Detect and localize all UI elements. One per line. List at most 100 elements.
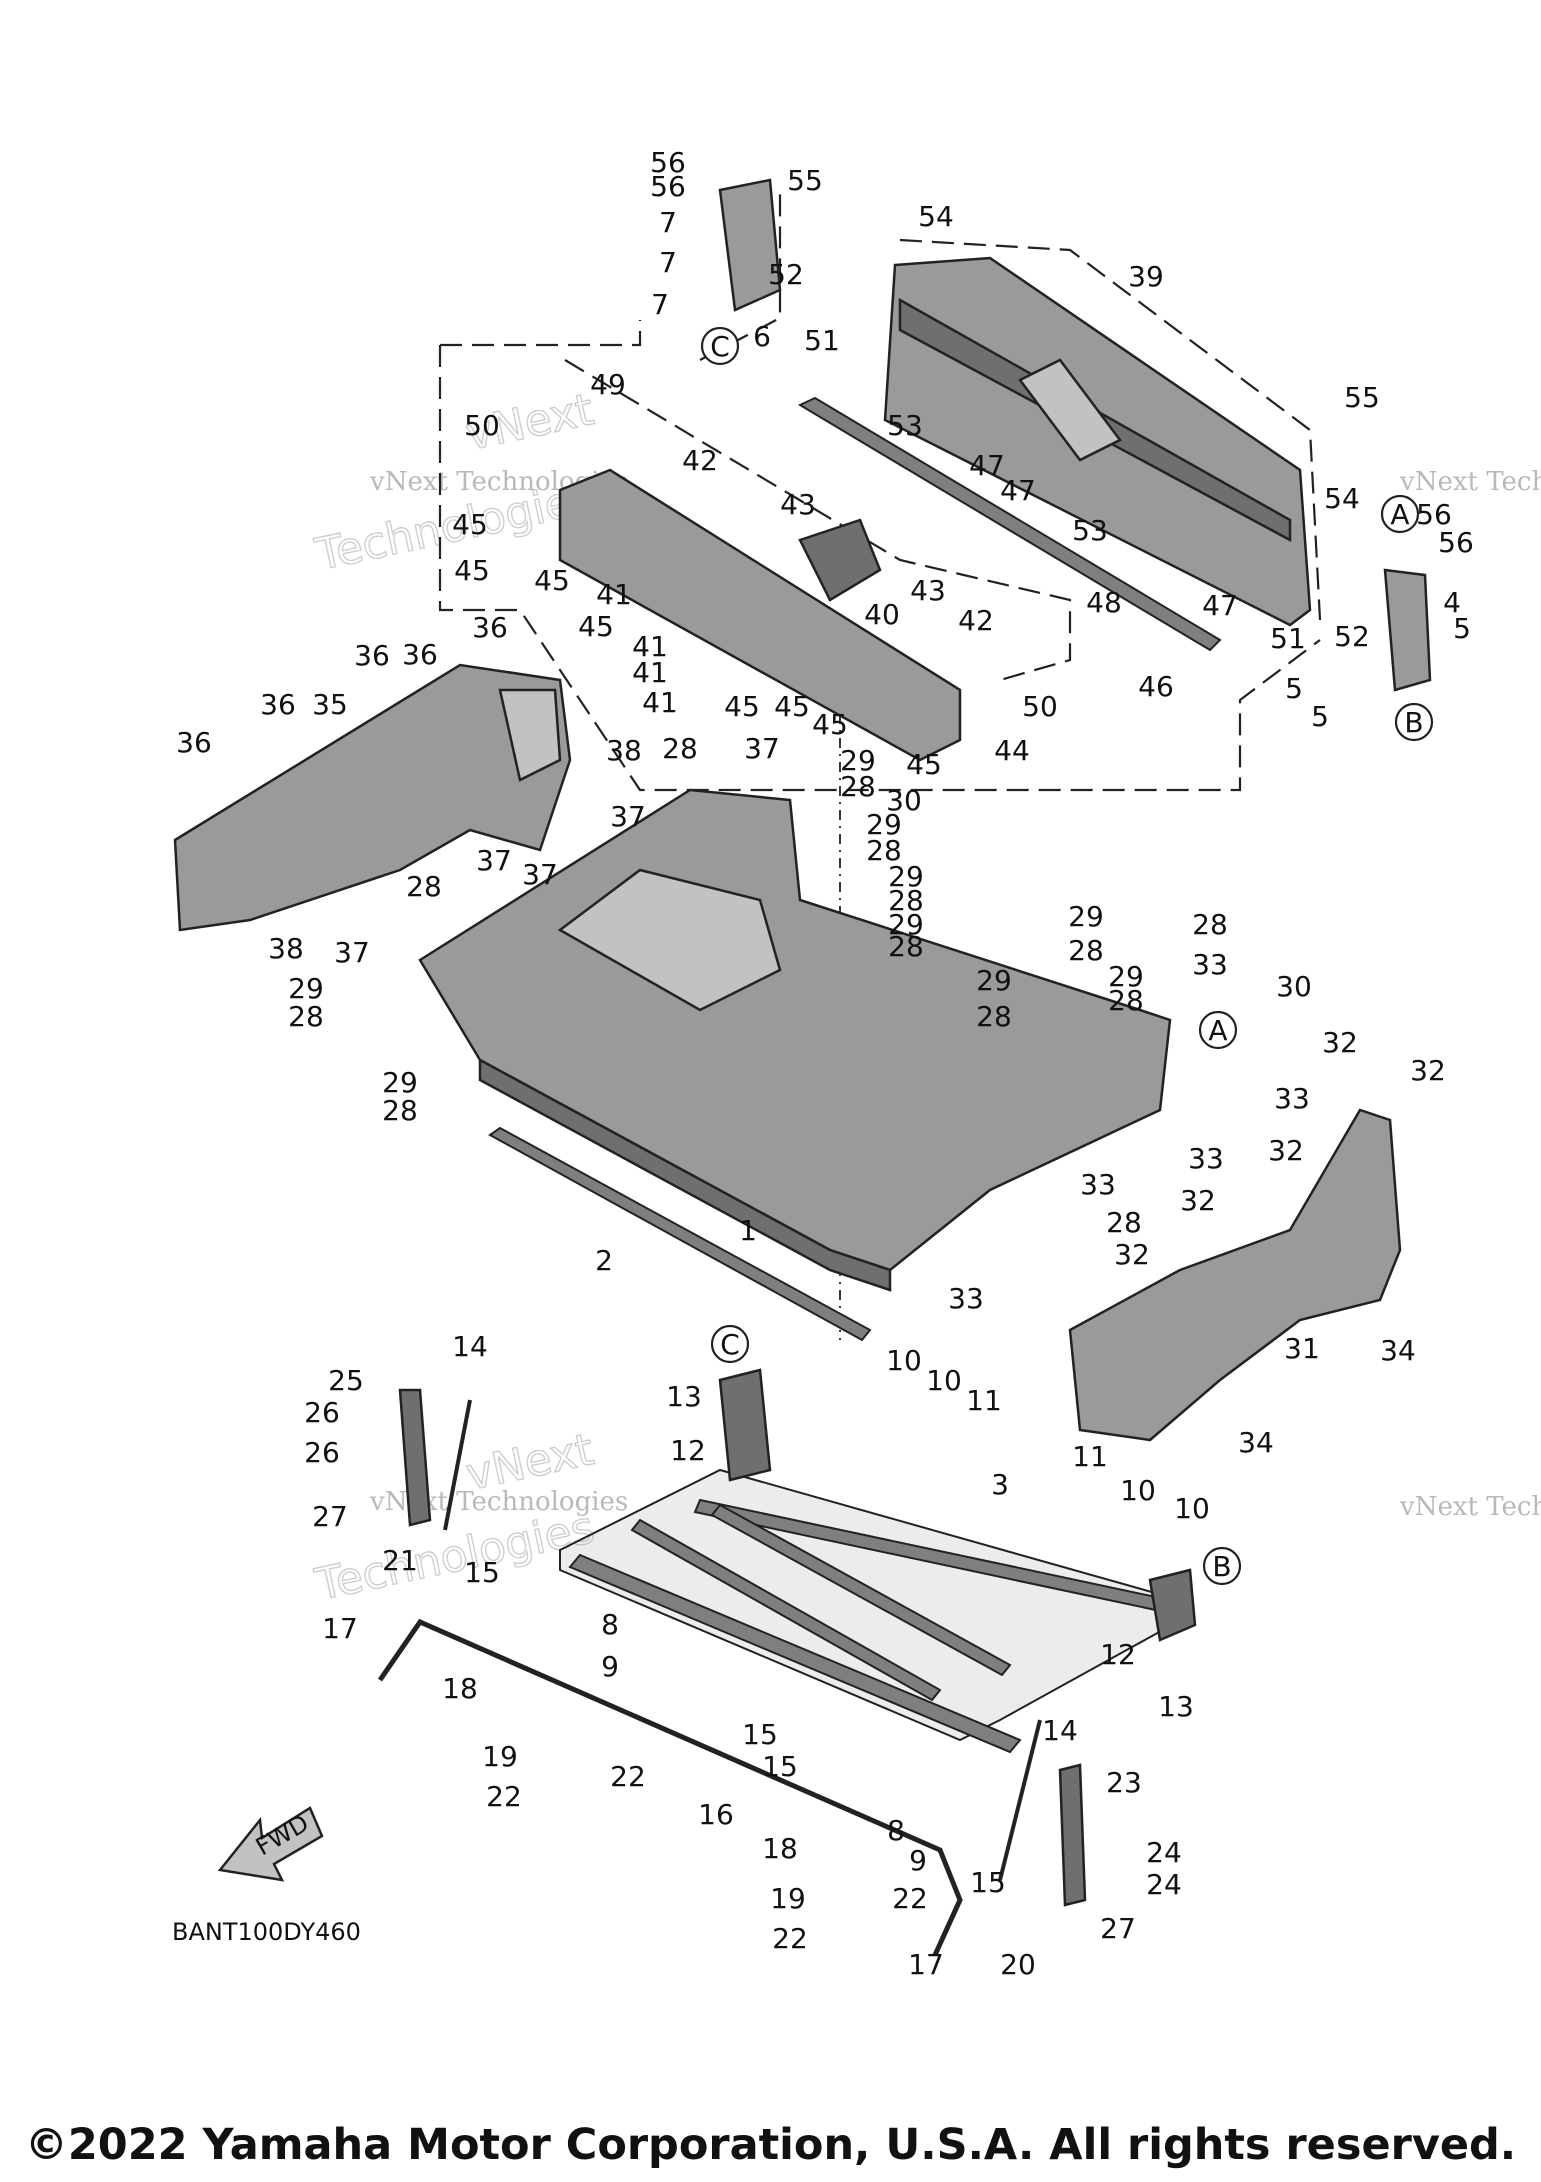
- frame-crossmember-2: [710, 1503, 1012, 1677]
- part-callout-28: 28: [976, 1000, 1012, 1033]
- part-callout-43: 43: [910, 574, 946, 607]
- part-callout-32: 32: [1322, 1026, 1358, 1059]
- ref-marker-group: C A B A C B: [700, 326, 1434, 1586]
- part-callout-4: 4: [1443, 586, 1461, 619]
- part-callout-23: 23: [1106, 1766, 1142, 1799]
- part-callout-43: 43: [780, 488, 816, 521]
- frame-crossmember-1: [630, 1518, 942, 1702]
- latch-housing: [798, 518, 882, 602]
- part-callout-15: 15: [762, 1750, 798, 1783]
- part-callout-33: 33: [1192, 948, 1228, 981]
- diagram-code: BANT100DY460: [172, 1918, 361, 1946]
- part-callout-12: 12: [1100, 1638, 1136, 1671]
- part-callout-17: 17: [908, 1948, 944, 1981]
- part-callout-33: 33: [948, 1282, 984, 1315]
- part-callout-33: 33: [1080, 1168, 1116, 1201]
- part-callout-51: 51: [804, 324, 840, 357]
- part-callout-29: 29: [888, 860, 924, 893]
- right-fender-body: [1068, 1108, 1402, 1442]
- part-callout-52: 52: [768, 258, 804, 291]
- part-callout-22: 22: [892, 1882, 928, 1915]
- part-callout-15: 15: [970, 1866, 1006, 1899]
- part-callout-33: 33: [1188, 1142, 1224, 1175]
- part-callout-38: 38: [606, 734, 642, 767]
- part-callout-56: 56: [650, 146, 686, 179]
- part-callout-39: 39: [1128, 260, 1164, 293]
- ref-marker-b-frame-label: B: [1212, 1550, 1231, 1583]
- part-callout-41: 41: [632, 656, 668, 689]
- ref-marker-c-top: [700, 326, 740, 366]
- part-callout-10: 10: [1120, 1474, 1156, 1507]
- part-callout-28: 28: [1068, 934, 1104, 967]
- part-callout-52: 52: [1334, 620, 1370, 653]
- part-callout-48: 48: [1086, 586, 1122, 619]
- part-callout-56: 56: [1416, 498, 1452, 531]
- tailgate-emboss: [1018, 358, 1122, 462]
- part-callout-53: 53: [887, 409, 923, 442]
- part-callout-25: 25: [328, 1364, 364, 1397]
- part-callout-12: 12: [670, 1434, 706, 1467]
- ref-marker-b-top-label: B: [1404, 706, 1423, 739]
- part-callout-55: 55: [787, 164, 823, 197]
- part-callout-5: 5: [1285, 672, 1303, 705]
- watermark-company-lower-right: vNext Technologies: [1399, 1492, 1541, 1522]
- part-callout-19: 19: [482, 1740, 518, 1773]
- part-callout-45: 45: [452, 508, 488, 541]
- part-callout-20: 20: [1000, 1948, 1036, 1981]
- part-callout-6: 6: [753, 320, 771, 353]
- part-callout-46: 46: [1138, 670, 1174, 703]
- part-callout-35: 35: [312, 688, 348, 721]
- part-callout-9: 9: [909, 1844, 927, 1877]
- part-callout-37: 37: [610, 800, 646, 833]
- fwd-arrow: FWD: [217, 1806, 324, 1882]
- part-callout-45: 45: [534, 564, 570, 597]
- part-callout-17: 17: [322, 1612, 358, 1645]
- part-callout-36: 36: [354, 639, 390, 672]
- part-callout-30: 30: [886, 784, 922, 817]
- part-callout-44: 44: [994, 734, 1030, 767]
- part-callout-29: 29: [888, 908, 924, 941]
- part-callout-8: 8: [887, 1814, 905, 1847]
- watermark-tech-lower: Technologies: [311, 1502, 599, 1611]
- part-callout-5: 5: [1453, 612, 1471, 645]
- part-callout-11: 11: [1072, 1440, 1108, 1473]
- part-callout-47: 47: [1202, 589, 1238, 622]
- part-callout-36: 36: [176, 726, 212, 759]
- part-callout-45: 45: [578, 610, 614, 643]
- fwd-arrow-shape: [217, 1806, 324, 1882]
- frame-c-bracket: [718, 1368, 772, 1482]
- part-callout-54: 54: [1324, 482, 1360, 515]
- part-callout-42: 42: [682, 444, 718, 477]
- part-callout-38: 38: [268, 932, 304, 965]
- part-callout-54: 54: [918, 200, 954, 233]
- part-callout-45: 45: [454, 554, 490, 587]
- part-callout-56: 56: [650, 170, 686, 203]
- part-callout-28: 28: [1192, 908, 1228, 941]
- part-callout-10: 10: [886, 1344, 922, 1377]
- part-callout-24: 24: [1146, 1836, 1182, 1869]
- tailgate-seal-strip: [797, 396, 1222, 652]
- part-callout-41: 41: [642, 686, 678, 719]
- part-callout-3: 3: [991, 1468, 1009, 1501]
- frame-b-bracket: [1148, 1568, 1197, 1642]
- part-callout-28: 28: [382, 1094, 418, 1127]
- tie-rod-right: [998, 1719, 1042, 1881]
- outline-tailgate-top: [899, 238, 1322, 621]
- part-callout-27: 27: [312, 1500, 348, 1533]
- part-callout-15: 15: [742, 1718, 778, 1751]
- part-callout-31: 31: [1284, 1332, 1320, 1365]
- left-fender-body: [173, 663, 572, 932]
- part-callout-8: 8: [601, 1608, 619, 1641]
- part-callout-55: 55: [1344, 381, 1380, 414]
- bed-frame: [559, 1368, 1197, 1754]
- left-fender-opening: [498, 688, 562, 782]
- ref-marker-a-top-label: A: [1390, 498, 1409, 531]
- part-callout-51: 51: [1270, 622, 1306, 655]
- part-callout-13: 13: [666, 1380, 702, 1413]
- part-callout-28: 28: [1106, 1206, 1142, 1239]
- cargo-bed: [418, 788, 1172, 1292]
- outline-cable: [564, 359, 1072, 682]
- part-callout-22: 22: [486, 1780, 522, 1813]
